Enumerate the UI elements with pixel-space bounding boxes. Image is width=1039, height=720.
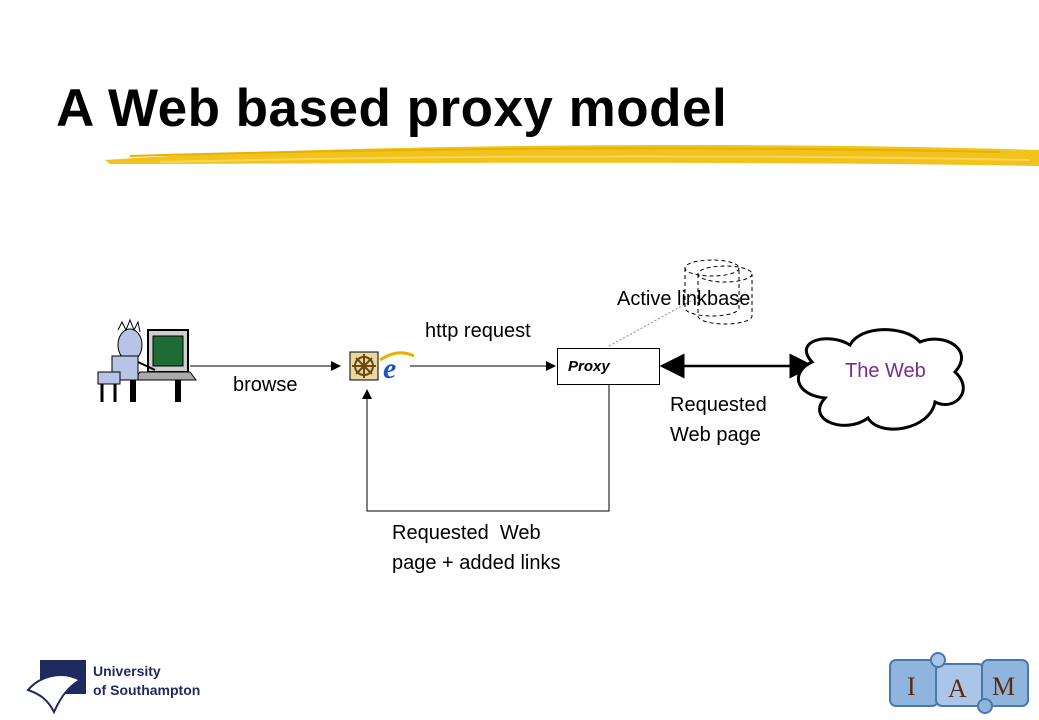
browser-icons: e: [349, 351, 415, 385]
iam-letter-m: M: [992, 672, 1015, 701]
iam-logo-icon: I A M: [889, 652, 1029, 714]
the-web-label: The Web: [845, 360, 926, 382]
web-cloud: [796, 328, 965, 431]
university-logo-icon: [26, 660, 86, 715]
proxy-box: Proxy: [557, 348, 660, 385]
returned-page-line2: page + added links: [392, 552, 561, 574]
return-arrow: [362, 385, 610, 512]
active-linkbase-label: Active linkbase: [617, 288, 751, 310]
iam-letter-a: A: [948, 674, 967, 703]
university-name-line2: of Southampton: [93, 682, 201, 698]
slide-title: A Web based proxy model: [56, 79, 728, 138]
university-name-line1: University: [93, 663, 161, 679]
user-at-computer-icon: [97, 318, 197, 402]
returned-page-line1: Requested Web: [392, 522, 541, 544]
requested-web-page-line2: Web page: [670, 424, 761, 446]
linkbase-database-icon: [684, 259, 753, 325]
title-underline: [105, 145, 1039, 166]
iam-letter-i: I: [907, 672, 916, 701]
requested-web-page-line1: Requested: [670, 394, 767, 416]
proxy-label: Proxy: [568, 358, 610, 375]
linkbase-connector: [608, 295, 701, 347]
browse-label: browse: [233, 374, 298, 396]
http-request-label: http request: [425, 320, 531, 342]
university-name: University of Southampton: [93, 662, 200, 700]
svg-text:e: e: [383, 352, 396, 385]
